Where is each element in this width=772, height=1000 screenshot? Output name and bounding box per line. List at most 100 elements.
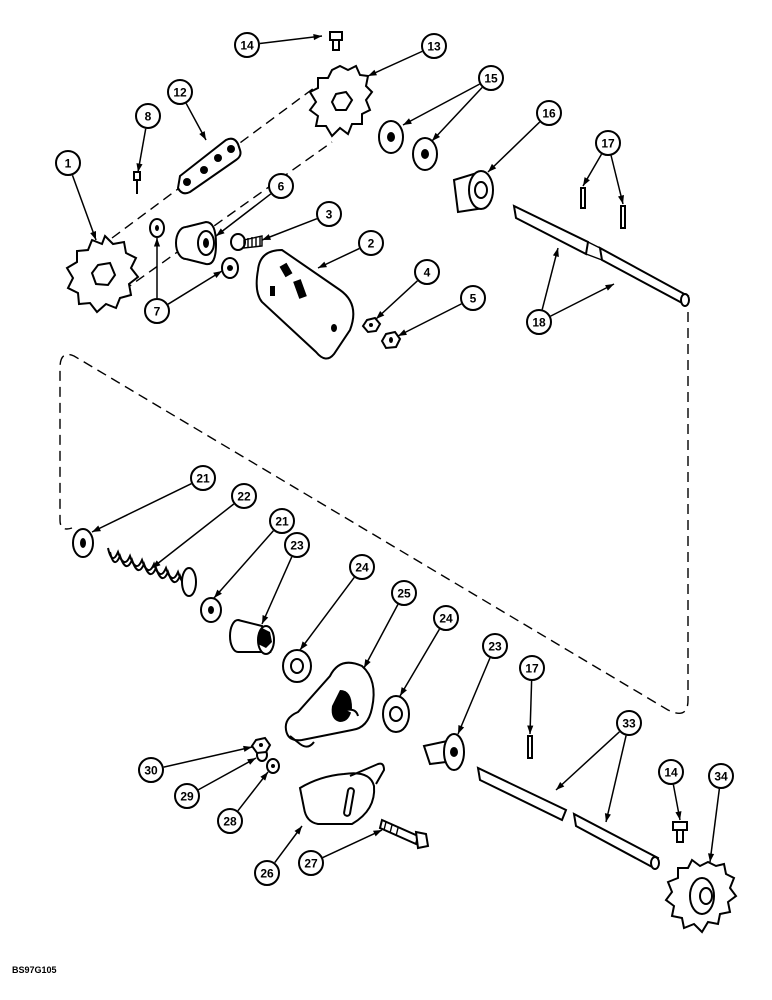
leader-arrowhead: [373, 830, 382, 837]
callout-circle: [138, 757, 164, 783]
roll-pin-upper-a: [580, 187, 586, 209]
leader-arrowhead: [708, 853, 715, 862]
callout-8: 8: [135, 103, 161, 173]
callout-circle: [421, 33, 447, 59]
callout-15: 15: [402, 65, 504, 142]
callout-number: 26: [260, 867, 274, 881]
callout-circle: [174, 783, 200, 809]
leader-line: [163, 746, 253, 768]
leader-line: [541, 247, 559, 310]
leader-arrowhead: [92, 525, 101, 532]
callout-34: 34: [708, 763, 734, 863]
leader-line: [198, 757, 257, 791]
callout-28: 28: [217, 771, 269, 834]
leader-arrowhead: [214, 589, 222, 598]
leader-arrowhead: [552, 248, 559, 257]
callout-circle: [460, 285, 486, 311]
callout-21-2: 21: [213, 508, 295, 599]
leader-arrowhead: [364, 659, 371, 668]
leader-line: [363, 604, 399, 669]
leader-arrowhead: [294, 826, 302, 835]
leader-line: [167, 270, 223, 305]
leader-line: [322, 829, 383, 859]
leader-arrowhead: [432, 132, 441, 141]
leader-arrowhead: [300, 641, 308, 650]
callout-number: 23: [290, 539, 304, 553]
callout-circle: [482, 633, 508, 659]
callout-number: 5: [470, 292, 477, 306]
clutch-hub-right-part: [422, 733, 465, 771]
clutch-arm-part: [284, 661, 375, 748]
bracket-lower-part: [298, 762, 386, 825]
leader-line: [709, 788, 721, 863]
callout-number: 27: [304, 857, 318, 871]
callout-7: 7: [144, 238, 223, 324]
leader-arrowhead: [617, 195, 624, 204]
leader-line: [261, 556, 293, 625]
dashed-assembly-loop: [59, 312, 689, 714]
leader-arrowhead: [213, 271, 222, 279]
callout-23: 23: [261, 532, 310, 625]
leader-line: [375, 280, 418, 320]
callout-number: 2: [368, 237, 375, 251]
leader-arrowhead: [368, 69, 377, 76]
leader-arrowhead: [199, 131, 206, 140]
cap-screw-right-part: [672, 821, 688, 843]
leader-arrowhead: [400, 687, 407, 696]
callout-circle: [358, 230, 384, 256]
callout-number: 28: [223, 815, 237, 829]
callout-circle: [284, 532, 310, 558]
callout-number: 24: [439, 612, 453, 626]
callout-circle: [268, 173, 294, 199]
bushing-part: [452, 170, 494, 214]
leader-arrowhead: [605, 284, 614, 291]
callout-33: 33: [555, 710, 642, 823]
callout-number: 8: [145, 110, 152, 124]
leader-arrowhead: [247, 758, 256, 765]
callout-12: 12: [167, 79, 207, 141]
callout-number: 21: [275, 515, 289, 529]
callout-number: 1: [65, 157, 72, 171]
callout-number: 22: [237, 490, 251, 504]
callout-17-5: 17: [519, 655, 545, 735]
callout-1: 1: [55, 150, 97, 241]
chain-link-part: [176, 137, 242, 195]
leader-arrowhead: [152, 560, 161, 568]
callout-number: 29: [180, 790, 194, 804]
leader-line: [397, 303, 462, 337]
leader-line: [213, 530, 274, 599]
callout-number: 34: [714, 770, 728, 784]
callout-circle: [658, 759, 684, 785]
callout-circle: [349, 554, 375, 580]
callout-number: 17: [525, 662, 539, 676]
bolt-lower-part: [378, 818, 430, 850]
callout-number: 25: [397, 587, 411, 601]
callout-number: 13: [427, 40, 441, 54]
callout-29: 29: [174, 757, 257, 809]
leader-line: [605, 735, 627, 823]
leader-line: [71, 174, 97, 241]
leader-line: [261, 218, 318, 241]
callout-number: 24: [355, 561, 369, 575]
leader-arrowhead: [527, 725, 534, 734]
leader-line: [367, 50, 423, 77]
leader-arrowhead: [604, 813, 611, 822]
callout-circle: [144, 298, 170, 324]
leader-arrowhead: [216, 228, 225, 236]
leader-line: [91, 483, 192, 533]
callout-2: 2: [317, 230, 384, 269]
callout-13: 13: [367, 33, 447, 77]
callout-circle: [167, 79, 193, 105]
leader-line: [457, 657, 491, 735]
callout-circle: [231, 483, 257, 509]
cap-screw-top-part: [329, 31, 343, 51]
leader-line: [299, 576, 355, 651]
leader-arrowhead: [262, 234, 271, 240]
callout-number: 21: [196, 472, 210, 486]
leader-arrowhead: [136, 163, 143, 172]
leader-line: [402, 83, 480, 126]
callout-circle: [316, 201, 342, 227]
callout-5: 5: [397, 285, 486, 337]
